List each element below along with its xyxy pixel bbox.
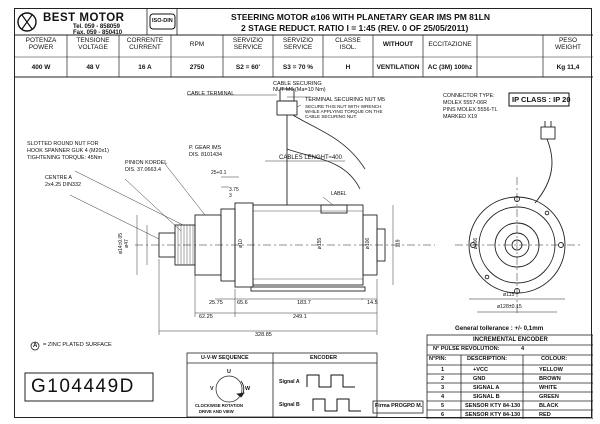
zinc-marker: A [33,343,38,349]
company-tel: Tel. 059 - 858059 [73,24,120,30]
note-slotted-nut-2: HOOK SPANNER GUK 4 (M20x1) [27,148,109,154]
encoder-table-title: INCREMENTAL ENCODER [473,337,548,343]
spec-ventilation-header: WITHOUT [382,41,414,48]
encoder-col-desc: DESCRIPTION: [467,356,508,362]
ip-class-badge: IP CLASS : IP 20 [512,95,571,104]
note-connector-pins: PINS MOLEX 5556-TL [443,107,498,113]
dim-flange: 65.6 [237,300,248,306]
note-connector-marked: MARKED X19 [443,114,478,120]
dim-motor-diameter: ø106 [365,237,372,250]
note-zinc: = ZINC PLATED SURFACE [43,342,112,348]
uvw-note-2: DRIVE AND VIEW [199,409,234,414]
note-terminal-nut-1: SECURE THIS NUT WITH WRENCH [305,104,382,109]
spec-voltage-value: 48 V [86,64,100,71]
motor-end-view [455,121,581,313]
spec-excitation-header: ECCITAZIONE [428,41,472,48]
dim-step-small: 3.75 [229,187,239,193]
dim-gear-length: 62.25 [199,314,213,320]
spec-service-s2-value: S2 = 60' [235,64,261,71]
note-cable-securing-nut: NUT M6 (Ma=10 Nm) [273,87,326,93]
dim-height: 119 [395,239,402,248]
note-terminal-nut-3: CABLE SECURING NUT. [305,114,358,119]
dim-total-length: 328.85 [255,332,272,338]
dim-pinion-diameter: ø47 [123,239,130,248]
spec-insulation-value: H [345,64,351,71]
uvw-w: W [245,386,251,392]
dim-body-diameter: ø155 [317,237,324,250]
encoder-pulse-value: 4 [521,346,525,352]
note-centre-2: 2x4.25 DIN332 [45,182,81,188]
spec-rpm-value: 2750 [189,64,205,71]
spec-service-s3-value: S3 = 70 % [282,64,314,71]
firma-value: PO M. [407,403,423,409]
note-pinion-2: DIS. 37.0663.4 [125,167,161,173]
dim-pinion-offset: 25+0.1 [211,170,227,176]
note-terminal-nut: TERMINAL SECURING NUT M5 [305,97,386,103]
encoder-signal-b: Signal B [279,402,300,408]
drawing-sheet: BEST MOTOR Tel. 059 - 858059 Fax. 059 - … [14,8,593,419]
spec-weight-value: Kg 11,4 [556,64,580,71]
dim-gear-step: 25.75 [209,300,223,306]
encoder-waveforms [306,374,361,412]
note-gear-2: DIS. 8101434 [189,152,222,158]
dim-end-bolt-circle: ø128±0.15 [497,304,522,310]
tolerance-note: General tollerance : +/- 0,1mm [455,325,544,332]
uvw-note-1: CLOCKWISE ROTATION [195,403,243,408]
dimension-lines [136,176,394,335]
dim-rear: 14.5 [367,300,378,306]
note-pinion-1: PINION KORDEL [125,160,168,166]
drawing-number: G104449D [31,376,135,397]
dim-end-diameter: ø106 [473,237,480,250]
firma-label: Firma PROG. : [375,403,412,409]
note-cables-length: CABLES LENGHT≈400 [279,155,342,161]
uvw-v: V [210,386,214,392]
drawing-subtitle: 2 STAGE REDUCT. RATIO I = 1:45 (REV. 0 O… [241,23,469,33]
encoder-pulse-label: N° PULSE REVOLUTION: [433,346,500,352]
spec-excitation-value: AC (3M) 100hz [427,64,473,71]
company-name: BEST MOTOR [43,12,125,24]
spec-ventilation-value: VENTILATION [376,64,420,71]
dim-step-three: 3 [229,193,232,199]
dim-bore-diameter: ø10 [237,239,244,248]
logo-mark [17,12,37,32]
uvw-u: U [227,369,231,375]
note-connector-type: CONNECTOR TYPE: [443,93,495,99]
note-label: LABEL [331,191,347,197]
dim-motor-body: 183.7 [297,300,311,306]
note-slotted-nut-1: SLOTTED ROUND NUT FOR [27,141,99,147]
spec-rpm-header: RPM [189,41,205,48]
leader-lines [69,94,345,240]
company-fax: Fax. 059 - 850410 [73,30,123,36]
dim-end-inner: ø115 [503,292,515,298]
uvw-title: U-V-W SEQUENCE [201,355,249,361]
spec-current-value: 16 A [138,64,152,71]
encoder-panel-title: ENCODER [310,355,337,361]
note-cable-terminal: CABLE TERMINAL [187,91,235,97]
drawing-lines [15,9,593,419]
note-slotted-nut-3: TIGHTENING TORQUE: 45Nm [27,155,102,161]
note-connector-molex: MOLEX 5557-06R [443,100,488,106]
note-gear-1: P. GEAR IMS [189,145,222,151]
note-centre-1: CENTRE A [45,175,72,181]
encoder-signal-a: Signal A [279,379,300,385]
uvw-rotation-diagram [215,375,245,403]
drawing-title: STEERING MOTOR ø106 WITH PLANETARY GEAR … [231,12,490,22]
encoder-col-pin: N°PIN: [429,356,447,362]
encoder-col-colour: COLOUR: [541,356,568,362]
note-terminal-nut-2: WHILE APPLYING TORQUE ON THE [305,109,383,114]
spec-power-value: 400 W [31,64,51,71]
iso-badge: ISO-DIN [152,18,173,24]
dim-body-length: 249.1 [293,314,307,320]
note-cable-securing: CABLE SECURING [273,81,322,87]
motor-side-view [135,88,435,292]
